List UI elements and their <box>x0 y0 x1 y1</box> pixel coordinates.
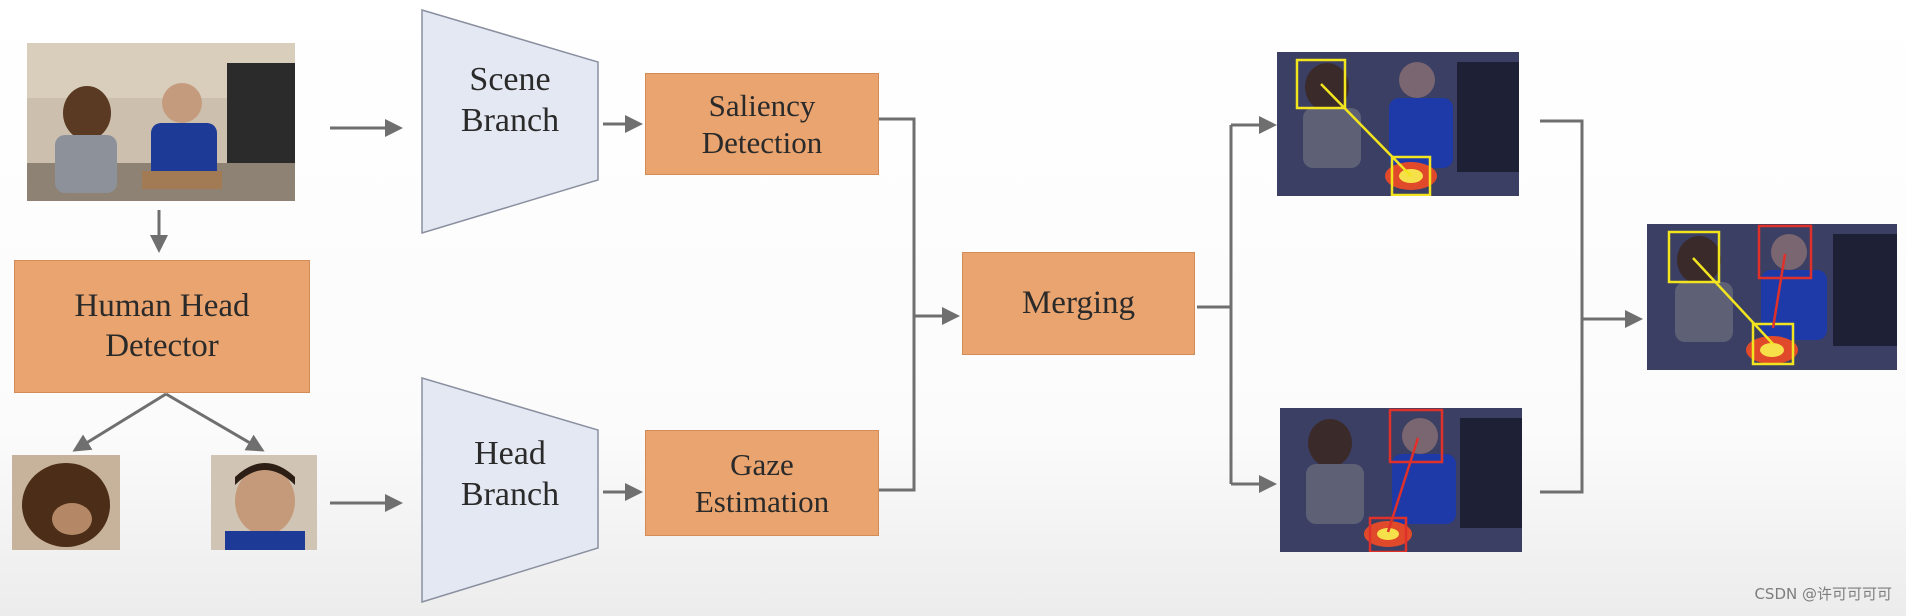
human-head-detector-label: Human Head Detector <box>74 287 250 364</box>
input-scene-image <box>27 43 295 201</box>
connector-gaze-to-merge <box>879 316 916 492</box>
head-branch-shape <box>421 376 599 604</box>
connector-top-result-out <box>1540 119 1584 319</box>
final-result-image <box>1647 224 1897 370</box>
saliency-detection-label: Saliency Detection <box>701 87 823 160</box>
gaze-estimation-label: Gaze Estimation <box>694 446 830 519</box>
connector-bottom-result-out <box>1540 319 1584 494</box>
head-branch-label: Head Branch <box>460 435 560 513</box>
human-head-detector-box: Human Head Detector <box>14 260 310 393</box>
head-crop-2 <box>211 455 317 550</box>
merging-box: Merging <box>962 252 1195 355</box>
arrow-detector-to-head2 <box>165 392 265 452</box>
gaze-estimation-box: Gaze Estimation <box>645 430 879 536</box>
scene-branch-shape <box>421 8 599 235</box>
saliency-detection-box: Saliency Detection <box>645 73 879 175</box>
arrow-detector-to-head1 <box>72 392 167 452</box>
watermark: CSDN @许可可可可 <box>1754 585 1892 603</box>
merging-label: Merging <box>1021 284 1136 321</box>
result-image-top <box>1277 52 1519 196</box>
result-image-bottom <box>1280 408 1522 552</box>
scene-branch-label: Scene Branch <box>460 61 560 139</box>
connector-saliency-to-merge <box>879 117 916 316</box>
head-crop-1 <box>12 455 120 550</box>
